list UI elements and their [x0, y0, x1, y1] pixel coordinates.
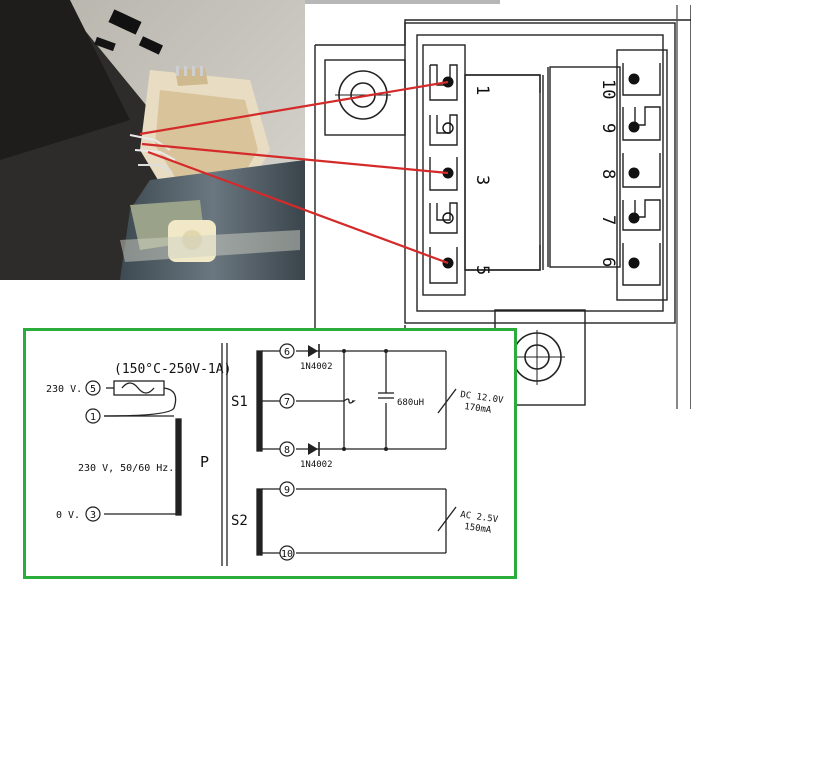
pad-10 — [628, 73, 640, 85]
pin-number-7: 7 — [284, 397, 290, 408]
top-grey-strip — [305, 0, 500, 4]
pin-circle-7 — [279, 393, 295, 409]
label-0v: 0 V. — [56, 510, 80, 521]
transformer-photo — [0, 0, 305, 280]
pin-number-8: 8 — [284, 445, 290, 456]
pin-label-7: 7 — [598, 215, 618, 225]
right-pads — [628, 73, 640, 269]
pad-8 — [628, 167, 640, 179]
pin-circle-8 — [279, 441, 295, 457]
pin-circle-10 — [279, 545, 295, 561]
pad-9 — [628, 121, 640, 133]
diode-bottom-label: 1N4002 — [300, 460, 333, 470]
pin-number-1: 1 — [90, 412, 96, 423]
pin-circle-6 — [279, 343, 295, 359]
pin-number-10: 10 — [281, 549, 293, 560]
pin-number-6: 6 — [284, 347, 290, 358]
capacitor-label: 680uH — [397, 398, 424, 408]
label-s2: S2 — [231, 513, 248, 529]
pointer-to-pin-5 — [147, 150, 449, 265]
pointer-to-pin-1 — [139, 80, 449, 136]
label-230v: 230 V. — [46, 384, 82, 395]
ac-output-current: 150mA — [464, 522, 493, 536]
pin-number-5: 5 — [90, 384, 96, 395]
pin-circle-1 — [85, 408, 101, 424]
diode-top-label: 1N4002 — [300, 362, 333, 372]
pad-7 — [628, 212, 640, 224]
schematic-panel: 5 1 3 6 7 8 9 10 (150°C-250V-1A) 230 V. … — [23, 328, 517, 579]
right-pin-column — [616, 49, 668, 301]
label-mains-freq: 230 V, 50/60 Hz. — [78, 463, 174, 474]
pad-6 — [628, 257, 640, 269]
pin-circle-3 — [85, 506, 101, 522]
fuse-label: (150°C-250V-1A) — [114, 362, 231, 377]
diode-top — [308, 344, 320, 358]
pin-number-9: 9 — [284, 485, 290, 496]
pin-label-9: 9 — [598, 123, 618, 133]
pin-label-10: 10 — [598, 79, 618, 99]
dc-output-current: 170mA — [464, 402, 493, 416]
diode-bottom — [308, 442, 320, 456]
pad-4-empty — [442, 212, 454, 224]
pin-label-5: 5 — [472, 265, 492, 275]
pin-number-3: 3 — [90, 510, 96, 521]
schematic-svg: 5 1 3 6 7 8 9 10 (150°C-250V-1A) 230 V. … — [46, 343, 504, 566]
pin-label-8: 8 — [598, 169, 618, 179]
transformer-photo-graphic — [0, 0, 305, 280]
label-s1: S1 — [231, 394, 248, 410]
pin-label-6: 6 — [598, 257, 618, 267]
pin-label-3: 3 — [472, 175, 492, 185]
pin-circle-9 — [279, 481, 295, 497]
pin-label-1: 1 — [472, 85, 492, 95]
pin-circle-5 — [85, 380, 101, 396]
label-primary: P — [200, 453, 209, 471]
pointer-to-pin-3 — [141, 142, 449, 175]
pad-2-empty — [442, 122, 454, 134]
